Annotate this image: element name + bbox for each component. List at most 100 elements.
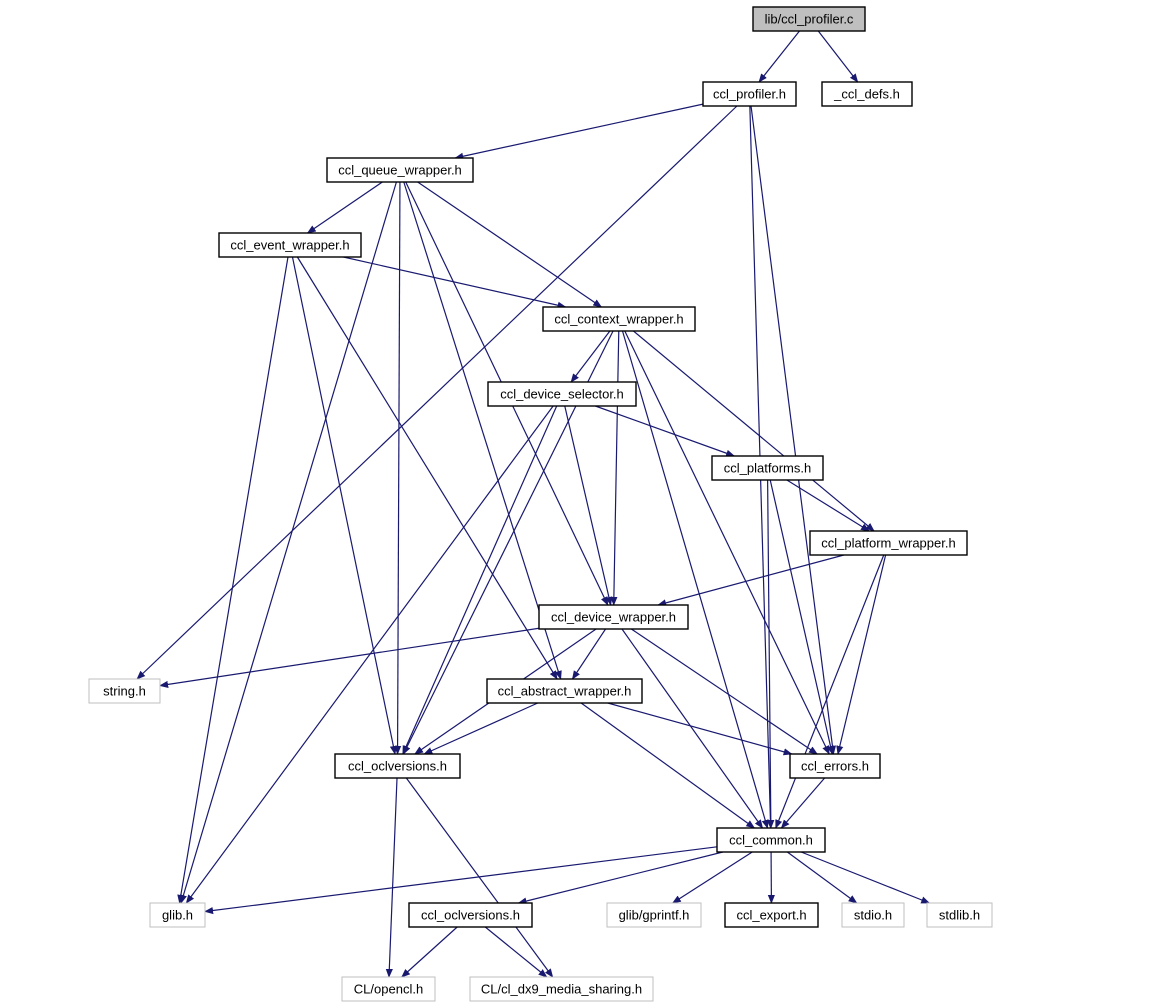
node-box (149, 902, 206, 928)
node-box (821, 81, 913, 107)
node-box (326, 157, 474, 183)
edge-device_wrapper-to-string_h (159, 627, 540, 688)
node-box (841, 902, 905, 928)
node-box (408, 902, 533, 928)
node-stdlib[interactable]: stdlib.h (926, 902, 993, 928)
edge-root-to-defs_h (817, 30, 859, 83)
node-dx9[interactable]: CL/cl_dx9_media_sharing.h (469, 976, 654, 1002)
node-oclversions2[interactable]: ccl_oclversions.h (408, 902, 533, 928)
node-label: ccl_queue_wrapper.h (338, 163, 462, 178)
node-box (606, 902, 702, 928)
edge-queue_wrapper-to-event_wrapper (306, 181, 383, 234)
edge-abstract_wrapper-to-oclversions1 (423, 702, 539, 755)
node-root[interactable]: lib/ccl_profiler.c (752, 6, 866, 32)
node-label: ccl_platforms.h (724, 461, 811, 476)
edge-device_selector-to-glib (185, 405, 554, 904)
edge-oclversions1-to-opencl (385, 777, 398, 978)
node-label: ccl_context_wrapper.h (554, 312, 683, 327)
node-device_wrapper[interactable]: ccl_device_wrapper.h (538, 604, 689, 630)
edge-root-to-profiler_h (758, 30, 800, 83)
edge-platforms-to-common (767, 479, 775, 829)
node-box (486, 678, 643, 704)
edges-layer (136, 30, 931, 978)
node-box (809, 530, 968, 556)
node-box (711, 455, 824, 481)
edge-queue_wrapper-to-glib (179, 181, 397, 904)
node-oclversions1[interactable]: ccl_oclversions.h (334, 753, 461, 779)
node-queue_wrapper[interactable]: ccl_queue_wrapper.h (326, 157, 474, 183)
node-box (702, 81, 797, 107)
node-box (88, 678, 161, 704)
edge-platforms-to-platform_wrapper (786, 479, 870, 532)
edge-abstract_wrapper-to-errors (607, 702, 793, 756)
edge-common-to-glib (204, 846, 718, 915)
node-defs_h[interactable]: _ccl_defs.h (821, 81, 913, 107)
node-label: ccl_profiler.h (713, 87, 786, 102)
edge-queue_wrapper-to-oclversions1 (393, 181, 402, 755)
node-box (334, 753, 461, 779)
edge-event_wrapper-to-oclversions1 (291, 256, 397, 755)
node-box (487, 381, 637, 407)
node-label: ccl_device_selector.h (500, 387, 624, 402)
edge-profiler_h-to-string_h (136, 105, 738, 680)
edge-abstract_wrapper-to-common (580, 702, 756, 829)
node-platform_wrapper[interactable]: ccl_platform_wrapper.h (809, 530, 968, 556)
edge-device_selector-to-device_wrapper (564, 405, 613, 606)
node-common[interactable]: ccl_common.h (716, 827, 826, 853)
node-abstract_wrapper[interactable]: ccl_abstract_wrapper.h (486, 678, 643, 704)
node-label: stdlib.h (939, 908, 980, 923)
edge-event_wrapper-to-context_wrapper (343, 256, 567, 309)
edge-queue_wrapper-to-context_wrapper (417, 181, 603, 308)
node-errors[interactable]: ccl_errors.h (789, 753, 881, 779)
node-label: ccl_export.h (736, 908, 806, 923)
edge-context_wrapper-to-device_selector (570, 330, 611, 383)
edge-event_wrapper-to-abstract_wrapper (296, 256, 558, 680)
node-label: CL/opencl.h (354, 982, 423, 997)
edge-context_wrapper-to-platform_wrapper (633, 330, 875, 532)
edge-common-to-gprintf (671, 851, 753, 904)
edge-device_wrapper-to-abstract_wrapper (571, 628, 607, 680)
node-label: _ccl_defs.h (833, 87, 900, 102)
node-label: ccl_errors.h (801, 759, 869, 774)
node-event_wrapper[interactable]: ccl_event_wrapper.h (218, 232, 362, 258)
edge-common-to-stdio (786, 851, 858, 904)
edge-profiler_h-to-errors (750, 105, 837, 755)
edge-event_wrapper-to-glib (177, 256, 289, 904)
edge-queue_wrapper-to-abstract_wrapper (403, 181, 562, 680)
edge-oclversions2-to-opencl (401, 926, 458, 978)
edge-context_wrapper-to-device_wrapper (610, 330, 620, 606)
node-label: ccl_abstract_wrapper.h (498, 684, 632, 699)
edge-common-to-oclversions2 (517, 851, 724, 905)
node-label: stdio.h (854, 908, 892, 923)
node-label: ccl_common.h (729, 833, 813, 848)
node-glib[interactable]: glib.h (149, 902, 206, 928)
edge-device_selector-to-platforms (595, 405, 736, 457)
edge-context_wrapper-to-common (621, 330, 769, 829)
node-context_wrapper[interactable]: ccl_context_wrapper.h (542, 306, 696, 332)
node-label: ccl_oclversions.h (421, 908, 520, 923)
edge-platform_wrapper-to-device_wrapper (657, 554, 845, 607)
node-platforms[interactable]: ccl_platforms.h (711, 455, 824, 481)
node-stdio[interactable]: stdio.h (841, 902, 905, 928)
node-gprintf[interactable]: glib/gprintf.h (606, 902, 702, 928)
node-opencl[interactable]: CL/opencl.h (341, 976, 436, 1002)
node-device_selector[interactable]: ccl_device_selector.h (487, 381, 637, 407)
node-label: string.h (103, 684, 146, 699)
edge-platforms-to-errors (769, 479, 835, 755)
node-box (538, 604, 689, 630)
node-label: ccl_device_wrapper.h (551, 610, 676, 625)
node-profiler_h[interactable]: ccl_profiler.h (702, 81, 797, 107)
node-box (752, 6, 866, 32)
edge-platform_wrapper-to-common (775, 554, 885, 829)
node-box (341, 976, 436, 1002)
node-box (724, 902, 819, 928)
edge-device_wrapper-to-common (621, 628, 764, 829)
node-label: ccl_oclversions.h (348, 759, 447, 774)
node-export[interactable]: ccl_export.h (724, 902, 819, 928)
edge-profiler_h-to-queue_wrapper (454, 103, 704, 160)
node-string_h[interactable]: string.h (88, 678, 161, 704)
node-label: lib/ccl_profiler.c (765, 12, 854, 27)
node-label: ccl_event_wrapper.h (230, 238, 349, 253)
edge-platform_wrapper-to-errors (836, 554, 887, 755)
